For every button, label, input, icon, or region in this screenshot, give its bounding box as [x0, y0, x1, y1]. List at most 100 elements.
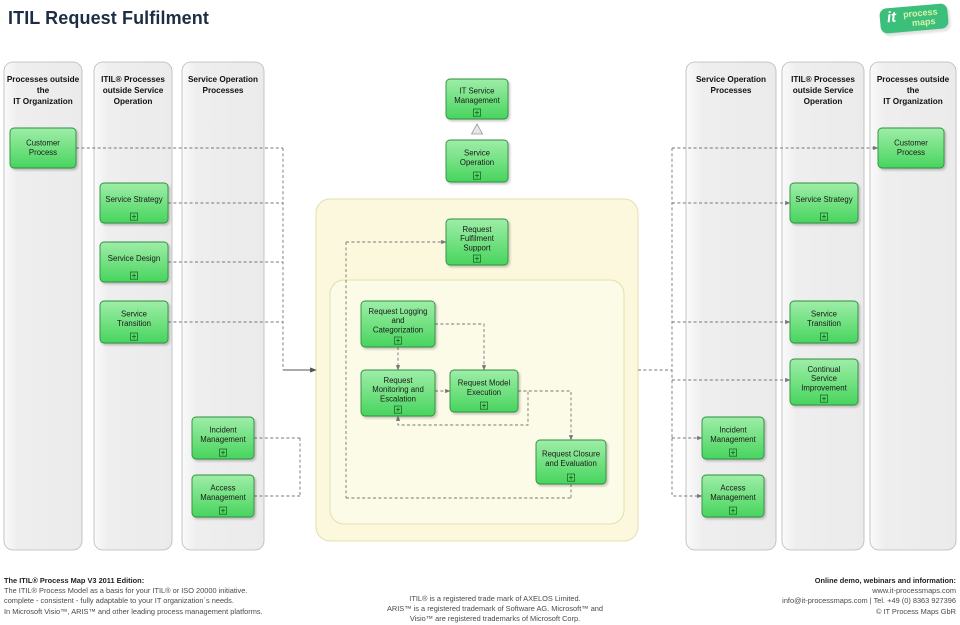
expand-icon[interactable] — [129, 332, 138, 341]
footer-middle: ITIL® is a registered trade mark of AXEL… — [350, 594, 640, 625]
node-label: Transition — [807, 319, 841, 328]
node-label: Service Design — [108, 254, 160, 263]
lane-title: ITIL® Processes — [101, 75, 165, 84]
expand-icon-plus — [731, 508, 735, 513]
footer-left: The ITIL® Process Map V3 2011 Edition:Th… — [4, 576, 263, 617]
node-service-strategy-right[interactable]: Service Strategy — [789, 182, 859, 224]
node-background[interactable] — [789, 358, 859, 406]
node-background[interactable] — [99, 241, 169, 283]
node-background[interactable] — [445, 139, 509, 183]
expand-icon[interactable] — [729, 506, 738, 515]
footer-line: The ITIL® Process Map V3 2011 Edition: — [4, 576, 145, 585]
expand-icon[interactable] — [820, 394, 829, 403]
node-label: Execution — [467, 388, 501, 397]
expand-icon[interactable] — [472, 254, 481, 263]
expand-icon-plus — [221, 450, 225, 455]
expand-icon[interactable] — [472, 171, 481, 180]
node-background[interactable] — [191, 474, 255, 518]
node-background[interactable] — [535, 439, 607, 485]
expand-icon[interactable] — [729, 448, 738, 457]
lane-title: Service Operation — [696, 75, 766, 84]
node-label: Service Strategy — [795, 195, 852, 204]
hierarchy-triangle-icon — [470, 123, 484, 135]
expand-icon-plus — [475, 110, 479, 115]
expand-icon-plus — [132, 214, 136, 219]
node-background[interactable] — [99, 182, 169, 224]
node-label: Request Model — [458, 378, 511, 387]
node-background[interactable] — [445, 218, 509, 266]
expand-icon[interactable] — [472, 108, 481, 117]
node-service-design-left[interactable]: Service Design — [99, 241, 169, 283]
lane-title: IT Organization — [13, 97, 73, 106]
node-label: and Evaluation — [545, 459, 597, 468]
node-label: Escalation — [380, 395, 416, 404]
expand-icon[interactable] — [218, 506, 227, 515]
node-background[interactable] — [445, 78, 509, 120]
node-label: Request — [462, 225, 492, 234]
node-label: Incident — [719, 425, 747, 434]
node-service-strategy-left[interactable]: Service Strategy — [99, 182, 169, 224]
node-label: Request Logging — [369, 307, 428, 316]
footer-line: The ITIL® Process Model as a basis for y… — [4, 586, 248, 596]
expand-icon-plus — [396, 407, 400, 412]
expand-icon-plus — [822, 214, 826, 219]
expand-icon-plus — [731, 450, 735, 455]
footer-line: info@it-processmaps.com | Tel. +49 (0) 8… — [782, 596, 956, 606]
lane-title: Operation — [114, 97, 153, 106]
node-background[interactable] — [701, 416, 765, 460]
node-background[interactable] — [9, 127, 77, 169]
lane-title: Processes — [203, 86, 244, 95]
node-label: Management — [710, 493, 756, 502]
expand-icon[interactable] — [393, 336, 402, 345]
node-background[interactable] — [449, 369, 519, 413]
expand-icon[interactable] — [820, 212, 829, 221]
expand-icon-plus — [221, 508, 225, 513]
expand-icon[interactable] — [129, 212, 138, 221]
node-background[interactable] — [701, 474, 765, 518]
node-background[interactable] — [360, 369, 436, 417]
lane-title: ITIL® Processes — [791, 75, 855, 84]
node-background[interactable] — [99, 300, 169, 344]
node-label: Continual — [808, 365, 841, 374]
expand-icon-plus — [482, 403, 486, 408]
expand-icon[interactable] — [129, 271, 138, 280]
footer-line: Visio™ are registered trademarks of Micr… — [409, 614, 581, 624]
expand-icon[interactable] — [479, 401, 488, 410]
expand-icon-plus — [822, 334, 826, 339]
node-background[interactable] — [360, 300, 436, 348]
footer-line: In Microsoft Visio™, ARIS™ and other lea… — [4, 606, 263, 616]
node-background[interactable] — [789, 300, 859, 344]
expand-icon[interactable] — [820, 332, 829, 341]
footer-line: Online demo, webinars and information: — [814, 576, 956, 585]
lane-title: the — [37, 86, 50, 95]
node-label: Monitoring and — [372, 385, 424, 394]
expand-icon[interactable] — [393, 405, 402, 414]
node-background[interactable] — [789, 182, 859, 224]
expand-icon[interactable] — [567, 473, 576, 482]
node-background[interactable] — [877, 127, 945, 169]
lane-title: the — [907, 86, 920, 95]
expand-icon[interactable] — [218, 448, 227, 457]
node-label: and — [391, 316, 404, 325]
node-label: Access — [720, 483, 745, 492]
node-background[interactable] — [191, 416, 255, 460]
